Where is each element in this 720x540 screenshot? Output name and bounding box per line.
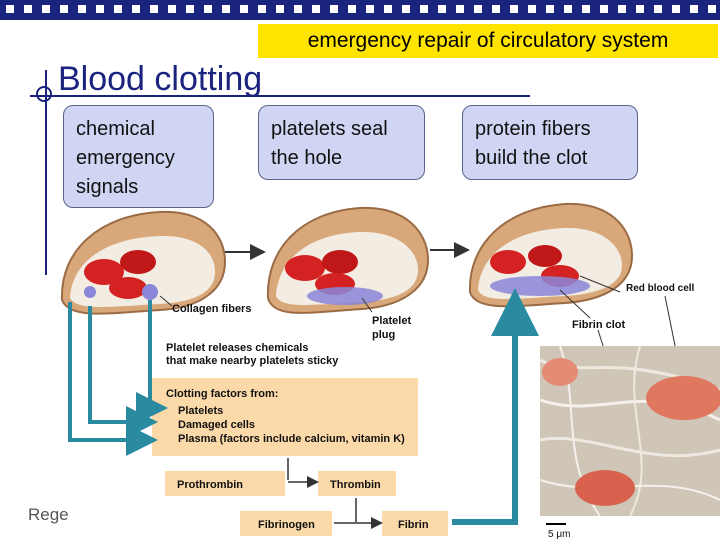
bar-square — [438, 5, 446, 13]
platelet-plug-label-1: Platelet — [372, 315, 411, 327]
bar-square — [618, 5, 626, 13]
top-bar — [0, 0, 720, 20]
fibrin-clot-label: Fibrin clot — [572, 319, 626, 331]
bar-square — [186, 5, 194, 13]
title-underline — [30, 95, 530, 97]
bar-square — [474, 5, 482, 13]
bar-square — [78, 5, 86, 13]
bar-square — [132, 5, 140, 13]
bar-square — [564, 5, 572, 13]
bar-square — [168, 5, 176, 13]
vessel-cross-section-2 — [266, 206, 430, 314]
bar-square — [510, 5, 518, 13]
fibrinogen-box — [240, 511, 332, 536]
bar-square — [60, 5, 68, 13]
bar-square — [204, 5, 212, 13]
clotting-item-2: Damaged cells — [178, 419, 255, 431]
fibrin-label: Fibrin — [398, 519, 429, 531]
bar-square — [546, 5, 554, 13]
bar-square — [600, 5, 608, 13]
thrombin-label: Thrombin — [330, 479, 381, 491]
bar-square — [114, 5, 122, 13]
bar-square — [582, 5, 590, 13]
slide-title: Blood clotting — [58, 60, 263, 98]
platelet-plug-label-2: plug — [372, 329, 395, 341]
bar-square — [348, 5, 356, 13]
bar-square — [240, 5, 248, 13]
bar-square — [690, 5, 698, 13]
fibrinogen-label: Fibrinogen — [258, 519, 315, 531]
footer-text: Rege — [28, 505, 69, 524]
bar-square — [708, 5, 716, 13]
protein-fibers-box: protein fibers build the clot — [462, 105, 638, 180]
bar-square — [420, 5, 428, 13]
fibrin-box — [382, 511, 448, 536]
title-vertical-rule — [45, 70, 47, 275]
bar-square — [42, 5, 50, 13]
bar-square — [366, 5, 374, 13]
topic-banner: emergency repair of circulatory system — [258, 24, 718, 58]
scale-bar-label: 5 μm — [548, 529, 570, 540]
bar-square — [330, 5, 338, 13]
bar-square — [384, 5, 392, 13]
bar-square — [672, 5, 680, 13]
clotting-item-1: Platelets — [178, 405, 223, 417]
bar-square — [636, 5, 644, 13]
bar-square — [654, 5, 662, 13]
bar-square — [222, 5, 230, 13]
bar-square — [402, 5, 410, 13]
bar-square — [456, 5, 464, 13]
thrombin-box — [318, 471, 396, 496]
bar-square — [276, 5, 284, 13]
clotting-header: Clotting factors from: — [166, 388, 278, 400]
bar-square — [6, 5, 14, 13]
chemical-signals-box: chemical emergency signals — [63, 105, 214, 208]
releases-text-2: that make nearby platelets sticky — [166, 355, 339, 367]
prothrombin-box — [165, 471, 285, 496]
vessel-cross-section-1 — [60, 210, 227, 315]
clotting-item-3: Plasma (factors include calcium, vitamin… — [178, 433, 405, 445]
crosshair-icon — [36, 86, 52, 102]
bar-square — [312, 5, 320, 13]
clotting-factors-panel — [152, 378, 418, 456]
vessel-cross-section-3 — [468, 202, 634, 308]
fibrin-clot-micrograph — [539, 345, 720, 517]
bar-square — [528, 5, 536, 13]
red-blood-cell-label: Red blood cell — [626, 283, 695, 294]
bar-square — [24, 5, 32, 13]
releases-text-1: Platelet releases chemicals — [166, 342, 308, 354]
bar-square — [294, 5, 302, 13]
bar-square — [492, 5, 500, 13]
collagen-label: Collagen fibers — [172, 303, 251, 315]
bar-square — [258, 5, 266, 13]
platelets-seal-box: platelets seal the hole — [258, 105, 425, 180]
bar-square — [150, 5, 158, 13]
bar-square — [96, 5, 104, 13]
prothrombin-label: Prothrombin — [177, 479, 243, 491]
